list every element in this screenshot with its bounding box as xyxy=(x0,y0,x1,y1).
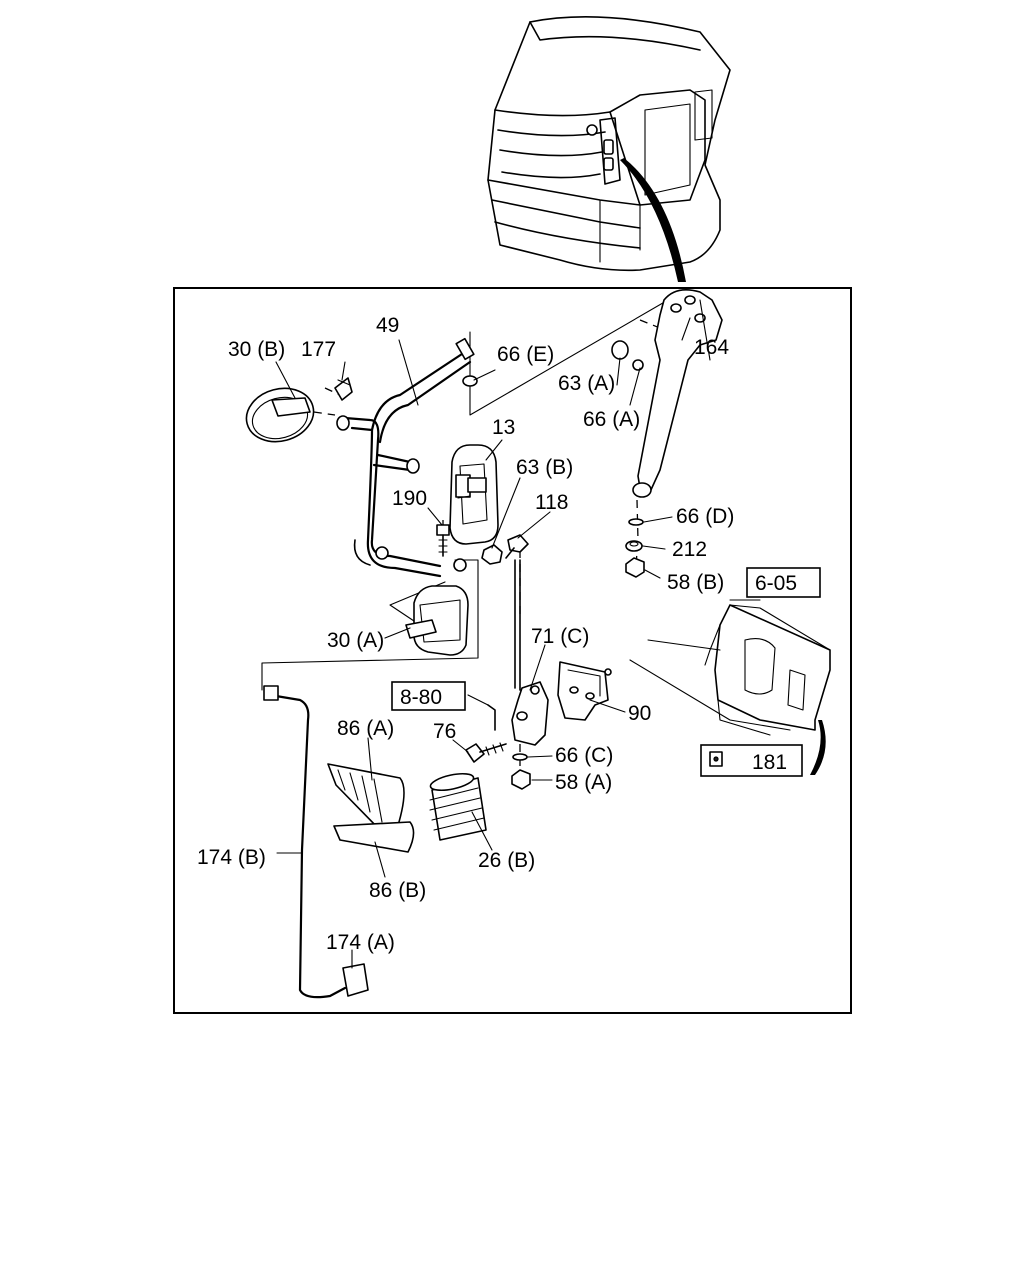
clip-hole-icon xyxy=(713,756,719,762)
washer-66c xyxy=(512,753,528,761)
under-mirror-30a xyxy=(405,585,469,656)
nut-63b xyxy=(481,544,503,565)
rod-8-80 xyxy=(487,704,496,731)
callout-177: 177 xyxy=(301,338,336,361)
wire-harness-174 xyxy=(263,685,369,999)
bracket-90 xyxy=(557,661,612,721)
bolt-190 xyxy=(436,524,450,557)
callout-66c: 66 (C) xyxy=(555,744,613,767)
ref-box-6-05 xyxy=(746,567,821,598)
callout-13: 13 xyxy=(492,416,515,439)
bolt-76 xyxy=(465,742,507,763)
mirror-stay-49 xyxy=(336,337,475,578)
boot-26b xyxy=(429,772,487,841)
callout-63a: 63 (A) xyxy=(558,372,615,395)
ref-8-80: 8-80 xyxy=(400,686,442,709)
nut-58b xyxy=(625,557,645,578)
callout-164: 164 xyxy=(694,336,729,359)
callout-174b: 174 (B) xyxy=(197,846,266,869)
callout-212: 212 xyxy=(672,538,707,561)
callout-71c: 71 (C) xyxy=(531,625,589,648)
nut-212 xyxy=(625,540,643,552)
callout-58b: 58 (B) xyxy=(667,571,724,594)
washer-66d xyxy=(628,518,644,526)
callout-118: 118 xyxy=(535,491,568,514)
washer-66e xyxy=(462,375,478,387)
body-panel xyxy=(704,604,831,775)
ref-box-8-80 xyxy=(391,681,466,711)
callout-58a: 58 (A) xyxy=(555,771,612,794)
screw-118 xyxy=(505,534,529,559)
bracket-164 xyxy=(611,289,723,498)
truck-cab-illustration xyxy=(487,16,731,282)
leader-lines xyxy=(275,299,761,969)
callout-49: 49 xyxy=(376,314,399,337)
clip-177 xyxy=(334,377,353,401)
callout-30a: 30 (A) xyxy=(327,629,384,652)
callout-86b: 86 (B) xyxy=(369,879,426,902)
callout-26b: 26 (B) xyxy=(478,849,535,872)
reference-boxes: 6-05 8-80 181 xyxy=(391,567,821,777)
round-mirror-30b xyxy=(245,387,315,443)
callout-190: 190 xyxy=(392,487,427,510)
callout-90: 90 xyxy=(628,702,651,725)
bracket-71c xyxy=(511,559,549,746)
nut-58a xyxy=(511,769,531,790)
detail-frame xyxy=(173,287,852,1014)
callout-66e: 66 (E) xyxy=(497,343,554,366)
callout-66a: 66 (A) xyxy=(583,408,640,431)
ref-6-05: 6-05 xyxy=(755,572,797,595)
mirror-13 xyxy=(449,444,499,545)
callout-labels: 30 (B) 177 49 66 (E) 63 (A) 164 66 (A) 1… xyxy=(197,314,734,954)
callout-86a: 86 (A) xyxy=(337,717,394,740)
cover-86b xyxy=(333,821,415,853)
ref-181: 181 xyxy=(752,751,787,774)
callout-174a: 174 (A) xyxy=(326,931,395,954)
callout-66d: 66 (D) xyxy=(676,505,734,528)
callout-30b: 30 (B) xyxy=(228,338,285,361)
callout-63b: 63 (B) xyxy=(516,456,573,479)
callout-76: 76 xyxy=(433,720,456,743)
